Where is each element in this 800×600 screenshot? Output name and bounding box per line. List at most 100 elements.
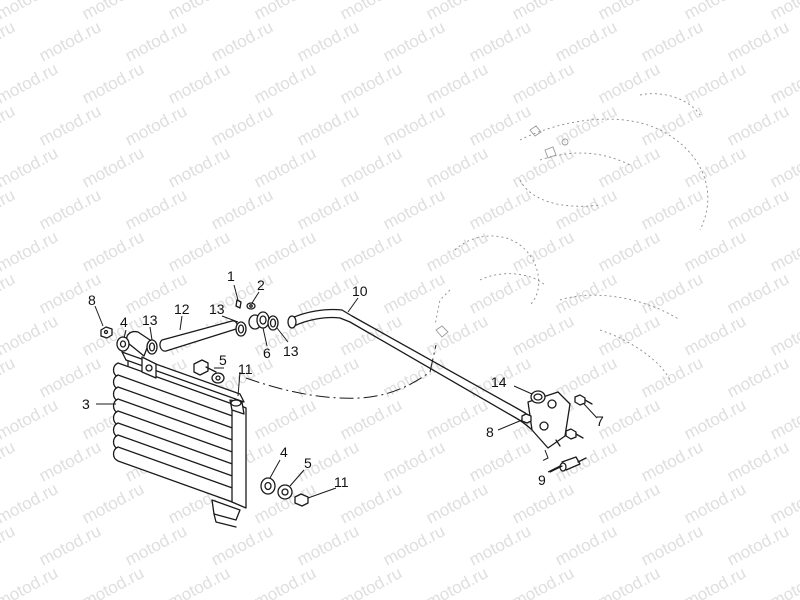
watermark-text: motod.ru xyxy=(595,143,663,191)
watermark-text: motod.ru xyxy=(552,353,620,401)
watermark-text: motod.ru xyxy=(208,17,276,65)
callout-12: 12 xyxy=(174,301,190,317)
washer-4-lower xyxy=(260,477,276,495)
watermark-text: motod.ru xyxy=(767,227,800,275)
watermark-text: motod.ru xyxy=(509,227,577,275)
watermark-text: motod.ru xyxy=(79,227,147,275)
watermark-text: motod.ru xyxy=(0,353,18,401)
watermark-text: motod.ru xyxy=(0,59,61,107)
watermark-text: motod.ru xyxy=(552,521,620,569)
watermark-text: motod.ru xyxy=(638,17,706,65)
washer-2 xyxy=(246,302,256,310)
watermark-text: motod.ru xyxy=(36,17,104,65)
watermark-text: motod.ru xyxy=(0,437,18,485)
watermark-text: motod.ru xyxy=(681,479,749,527)
watermark-text: motod.ru xyxy=(122,185,190,233)
watermark-text: motod.ru xyxy=(380,17,448,65)
cooler-fins xyxy=(112,362,244,505)
callout-8-top: 8 xyxy=(88,292,96,308)
watermark-text: motod.ru xyxy=(595,311,663,359)
watermark-text: motod.ru xyxy=(251,563,319,600)
watermark-text: motod.ru xyxy=(380,101,448,149)
watermark-text: motod.ru xyxy=(595,479,663,527)
union-fitting-6 xyxy=(248,311,270,330)
bush-5-lower xyxy=(277,484,293,500)
watermark-text: motod.ru xyxy=(638,437,706,485)
watermark-text: motod.ru xyxy=(724,353,792,401)
watermark-text: motod.ru xyxy=(509,59,577,107)
watermark-text: motod.ru xyxy=(638,353,706,401)
watermark-text: motod.ru xyxy=(0,17,18,65)
callout-13-right: 13 xyxy=(283,343,299,359)
watermark-text: motod.ru xyxy=(509,143,577,191)
watermark-text: motod.ru xyxy=(423,143,491,191)
callout-5-top: 5 xyxy=(219,352,227,368)
watermark-text: motod.ru xyxy=(681,311,749,359)
watermark-text: motod.ru xyxy=(337,395,405,443)
watermark-text: motod.ru xyxy=(208,185,276,233)
watermark-text: motod.ru xyxy=(466,101,534,149)
callout-11-bottom: 11 xyxy=(334,474,349,490)
callout-9: 9 xyxy=(538,472,546,488)
watermark-text: motod.ru xyxy=(767,563,800,600)
watermark-text: motod.ru xyxy=(294,101,362,149)
watermark-text: motod.ru xyxy=(0,143,61,191)
watermark-text: motod.ru xyxy=(595,395,663,443)
watermark-text: motod.ru xyxy=(36,101,104,149)
watermark-text: motod.ru xyxy=(251,395,319,443)
watermark-text: motod.ru xyxy=(294,17,362,65)
callout-8-bracket: 8 xyxy=(486,424,494,440)
callout-labels: 1 2 3 4 4 5 5 6 7 8 8 9 10 11 11 12 13 1… xyxy=(82,268,604,490)
watermark-text: motod.ru xyxy=(208,101,276,149)
watermark-text: motod.ru xyxy=(251,59,319,107)
watermark-text: motod.ru xyxy=(337,563,405,600)
bolt-11-lower xyxy=(294,493,309,507)
watermark-text: motod.ru xyxy=(767,311,800,359)
watermark-text: motod.ru xyxy=(36,353,104,401)
pipe-bracket xyxy=(527,391,571,449)
watermark-text: motod.ru xyxy=(0,479,61,527)
callout-1: 1 xyxy=(227,268,235,284)
watermark-text: motod.ru xyxy=(767,479,800,527)
watermark-text: motod.ru xyxy=(251,227,319,275)
watermark-text: motod.ru xyxy=(423,311,491,359)
screw-1 xyxy=(235,299,242,309)
watermark-text: motod.ru xyxy=(165,563,233,600)
assembly-line xyxy=(245,344,437,399)
callout-6: 6 xyxy=(263,345,271,361)
watermark-text: motod.ru xyxy=(509,563,577,600)
watermark-text: motod.ru xyxy=(724,521,792,569)
watermark-text: motod.ru xyxy=(294,521,362,569)
watermark-text: motod.ru xyxy=(0,185,18,233)
watermark-text: motod.ru xyxy=(122,17,190,65)
watermark-text: motod.ru xyxy=(0,101,18,149)
watermark-text: motod.ru xyxy=(724,185,792,233)
watermark-text: motod.ru xyxy=(724,269,792,317)
washer-4-top xyxy=(116,336,130,352)
watermark-text: motod.ru xyxy=(638,269,706,317)
watermark-text: motod.ru xyxy=(681,395,749,443)
watermark-text: motod.ru xyxy=(724,101,792,149)
watermark-text: motod.ru xyxy=(681,227,749,275)
watermark-text: motod.ru xyxy=(595,227,663,275)
watermark-text: motod.ru xyxy=(466,521,534,569)
callout-11-top: 11 xyxy=(238,361,253,377)
watermark-text: motod.ru xyxy=(0,563,61,600)
leader-lines xyxy=(94,284,598,499)
engine-ghost-outline xyxy=(434,93,709,381)
watermark-text: motod.ru xyxy=(36,437,104,485)
watermark-text: motod.ru xyxy=(337,227,405,275)
watermark-text: motod.ru xyxy=(337,59,405,107)
watermark-text: motod.ru xyxy=(681,563,749,600)
watermark-text: motod.ru xyxy=(552,185,620,233)
clamp-13-far xyxy=(267,315,279,331)
callout-7: 7 xyxy=(596,413,604,429)
watermark-text: motod.ru xyxy=(79,59,147,107)
watermark-text: motod.ru xyxy=(0,521,18,569)
watermark-text: motod.ru xyxy=(423,563,491,600)
watermark-text: motod.ru xyxy=(0,269,18,317)
watermark-text: motod.ru xyxy=(380,185,448,233)
watermark-text: motod.ru xyxy=(423,395,491,443)
watermark-text: motod.ru xyxy=(208,521,276,569)
